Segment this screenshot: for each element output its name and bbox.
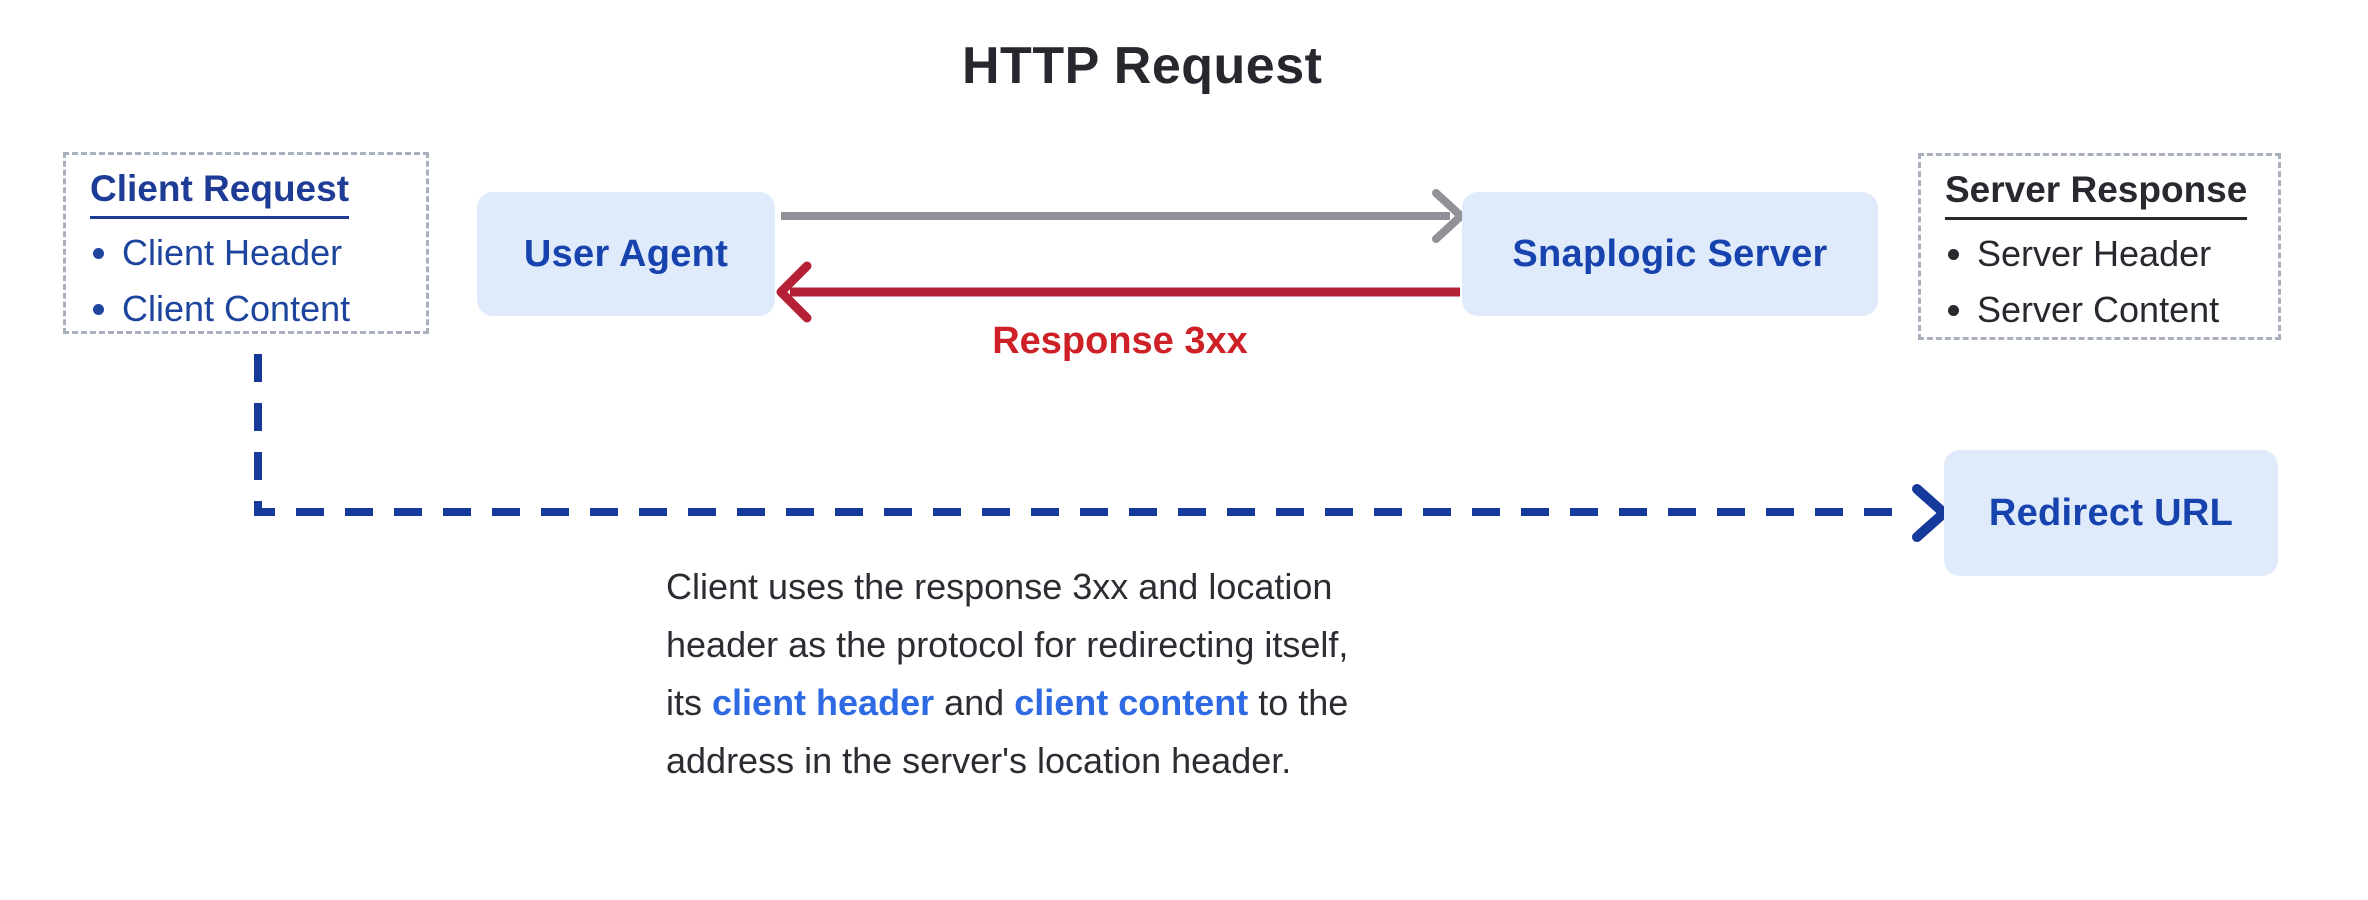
snaplogic-server-node: Snaplogic Server [1462, 192, 1878, 316]
note-text: header as the protocol for redirecting i… [666, 624, 1349, 665]
list-item: Client Header [122, 231, 416, 274]
response-3xx-label: Response 3xx [992, 320, 1248, 362]
server-response-panel: Server Response Server Header Server Con… [1918, 153, 2281, 340]
redirect-dashed-arrow [254, 354, 1949, 542]
note-line: address in the server's location header. [666, 732, 1348, 790]
note-highlight-client-content: client content [1014, 682, 1249, 723]
page-title: HTTP Request [962, 37, 1323, 95]
server-response-list: Server Header Server Content [1945, 232, 2268, 330]
server-response-title-text: Server Response [1945, 168, 2248, 221]
request-arrow [781, 189, 1465, 243]
note-paragraph: Client uses the response 3xx and locatio… [666, 558, 1348, 790]
client-request-title: Client Request [90, 167, 416, 220]
list-item: Server Header [1977, 232, 2268, 275]
note-highlight-client-header: client header [712, 682, 935, 723]
redirect-url-node: Redirect URL [1944, 450, 2278, 576]
note-text: Client uses the response 3xx and locatio… [666, 566, 1333, 607]
client-request-title-text: Client Request [90, 167, 350, 220]
request-arrowhead-icon [1432, 189, 1465, 243]
list-item: Server Content [1977, 288, 2268, 331]
redirect-arrowhead-icon [1912, 484, 1949, 542]
response-arrow [776, 261, 1460, 323]
note-line: its client header and client content to … [666, 674, 1348, 732]
note-line: header as the protocol for redirecting i… [666, 616, 1348, 674]
response-arrowhead-icon [776, 261, 812, 323]
note-text: and [934, 682, 1015, 723]
note-text: to the [1248, 682, 1349, 723]
note-text: its [666, 682, 713, 723]
note-text: address in the server's location header. [666, 740, 1292, 781]
list-item: Client Content [122, 287, 416, 330]
user-agent-node: User Agent [477, 192, 775, 316]
server-response-title: Server Response [1945, 168, 2268, 221]
client-request-panel: Client Request Client Header Client Cont… [63, 152, 429, 334]
client-request-list: Client Header Client Content [90, 231, 416, 329]
note-line: Client uses the response 3xx and locatio… [666, 558, 1348, 616]
